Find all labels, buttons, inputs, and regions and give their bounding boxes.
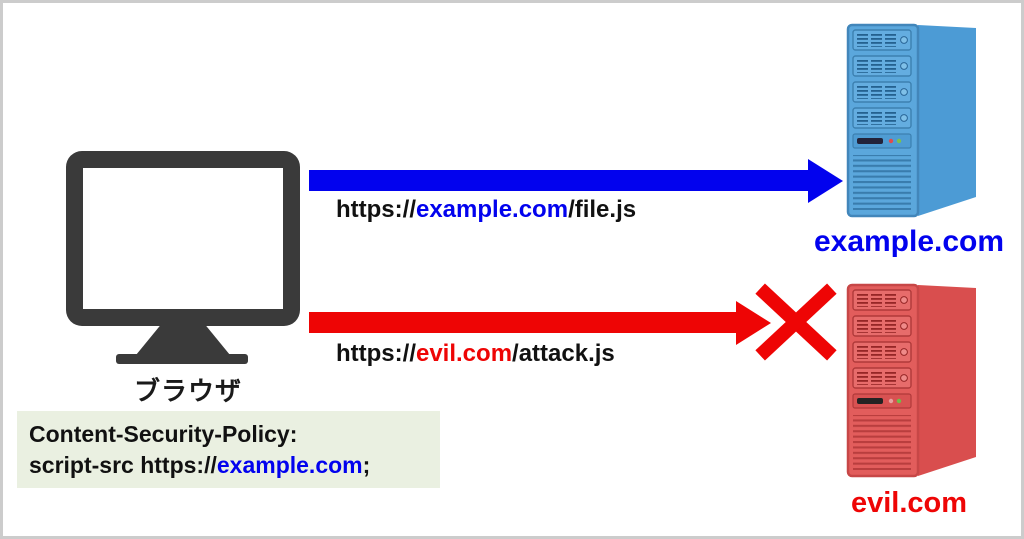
url-path: /attack.js <box>512 340 615 367</box>
csp-terminator: ; <box>362 452 371 478</box>
server-tower-icon-blocked <box>846 283 976 478</box>
csp-directive: script-src https:// <box>29 452 217 478</box>
csp-header-value: script-src https://example.com; <box>29 450 440 481</box>
allowed-request-arrow-shaft <box>309 170 809 191</box>
blocked-request-url: https://evil.com/attack.js <box>336 340 615 368</box>
x-cross-icon <box>746 272 846 372</box>
browser-label: ブラウザ <box>133 376 242 406</box>
monitor-stand-neck <box>136 324 230 355</box>
allowed-server-label: example.com <box>813 225 1005 258</box>
url-domain: evil.com <box>415 340 513 367</box>
server-tower-icon-allowed <box>846 23 976 218</box>
allowed-request-url: https://example.com/file.js <box>336 196 636 224</box>
url-scheme: https:// <box>336 340 416 367</box>
allowed-request-arrowhead-icon <box>808 159 843 203</box>
url-scheme: https:// <box>336 196 416 223</box>
url-domain: example.com <box>415 196 569 223</box>
csp-policy-box: Content-Security-Policy: script-src http… <box>17 411 440 488</box>
monitor-stand-base <box>116 354 248 364</box>
blocked-server-label: evil.com <box>850 487 968 519</box>
csp-header-name: Content-Security-Policy: <box>29 421 298 447</box>
csp-allowed-domain: example.com <box>216 452 363 478</box>
monitor-screen <box>66 151 300 326</box>
url-path: /file.js <box>568 196 637 223</box>
blocked-request-arrow-shaft <box>309 312 737 333</box>
